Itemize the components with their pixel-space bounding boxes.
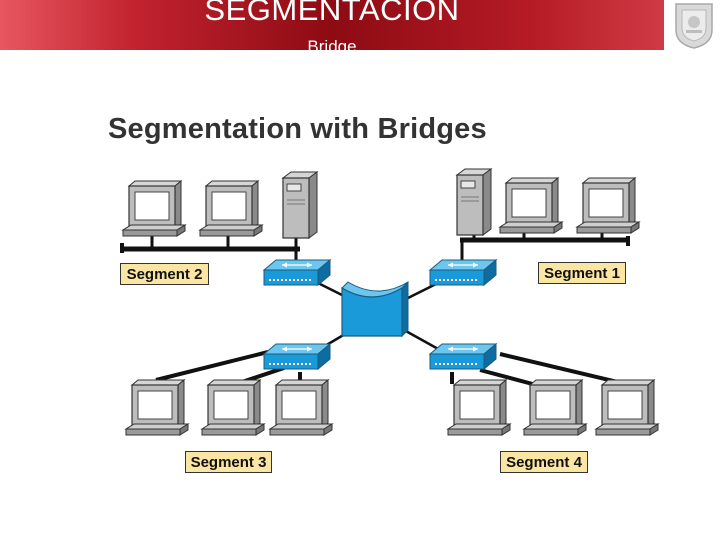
server-icon <box>456 168 492 236</box>
slide-title: SEGMENTACION <box>204 0 460 27</box>
slide-subtitle: Bridge <box>307 37 357 50</box>
segment-2-network <box>120 171 318 264</box>
bridge-icon <box>341 281 409 337</box>
workstation-icon <box>201 379 265 436</box>
workstation-icon <box>122 180 186 237</box>
workstation-icon <box>523 379 587 436</box>
segment-4-network <box>450 352 627 388</box>
slide-header: SEGMENTACION Bridge <box>0 0 664 50</box>
workstation-icon <box>199 180 263 237</box>
hub-icon <box>429 343 497 370</box>
segment-1-label: Segment 1 <box>538 262 626 284</box>
hub-icon <box>263 343 331 370</box>
workstation-icon <box>595 379 659 436</box>
workstation-icon <box>499 177 563 234</box>
hub-icon <box>429 259 497 286</box>
workstation-icon <box>125 379 189 436</box>
segment-1-network <box>456 168 640 262</box>
workstation-icon <box>447 379 511 436</box>
workstation-icon <box>269 379 333 436</box>
segment-3-label: Segment 3 <box>185 451 272 473</box>
institution-crest-icon <box>675 3 713 49</box>
diagram-title: Segmentation with Bridges <box>108 113 487 145</box>
segment-2-label: Segment 2 <box>120 263 209 285</box>
workstation-icon <box>576 177 640 234</box>
server-icon <box>282 171 318 239</box>
hub-icon <box>263 259 331 286</box>
segment-4-label: Segment 4 <box>500 451 588 473</box>
